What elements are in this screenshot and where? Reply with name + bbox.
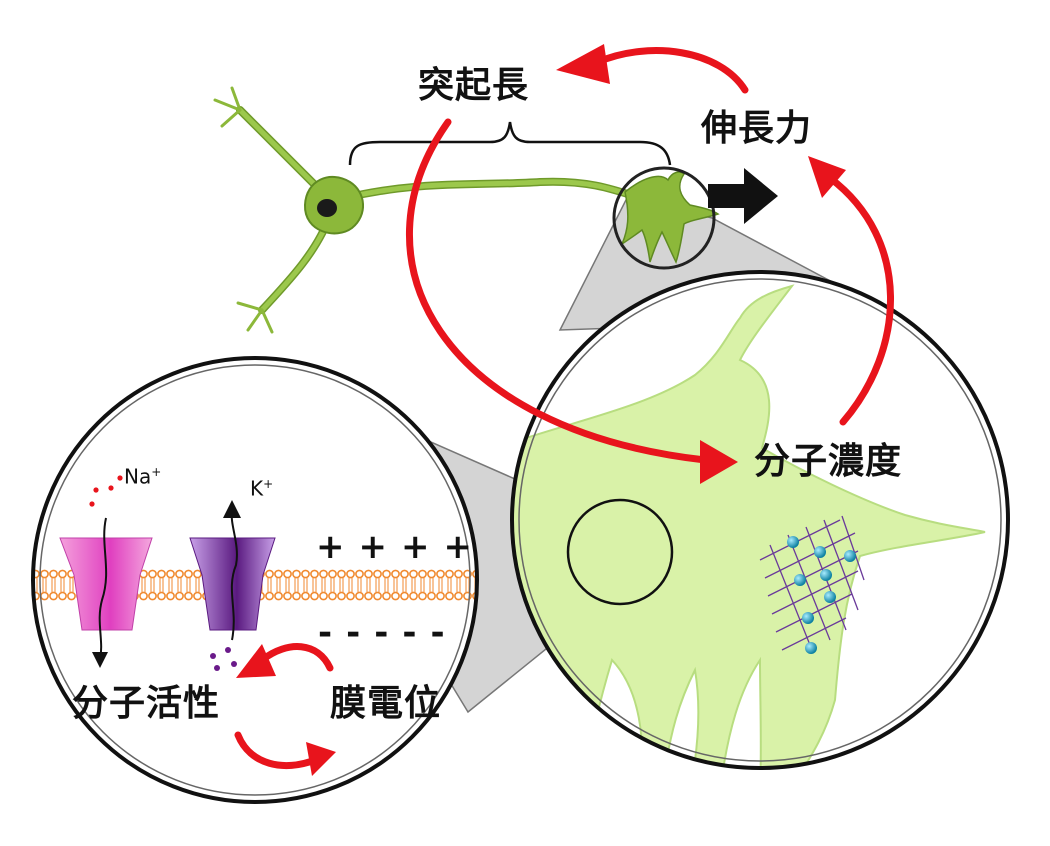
label-potassium-ion: K+ [250,476,274,501]
growth-cone-magnifier [612,166,716,270]
neuron-growth-cone [620,171,720,264]
sodium-ions [89,475,123,507]
zoom-source-circle [566,498,674,606]
neuron [213,86,720,334]
arrow-force-to-length [594,47,749,94]
feedback-arrowheads [236,44,846,776]
label-extension-force: 伸長力 [701,108,813,149]
neurite-length-brace [348,121,672,166]
growth-cone-zoom [510,270,1010,770]
na-channel [59,517,153,668]
molecule-beads [787,536,856,654]
feedback-loop-arrows [234,47,894,769]
k-channel [189,500,276,641]
growth-cone-shape [512,284,986,768]
potassium-ions [210,647,237,671]
label-molecular-concentration: 分子濃度 [754,441,903,482]
extension-direction-arrow [708,168,778,224]
arrow-activity-to-potential [234,731,319,769]
arrow-length-to-concentration [405,118,709,464]
label-neurite-length: 突起長 [418,65,530,106]
arrow-potential-to-activity [258,643,334,672]
label-molecular-activity: 分子活性 [72,683,221,724]
membrane-zoom [31,356,479,804]
membrane-negative-charges: ----- [318,613,459,653]
label-sodium-ion: Na+ [124,464,162,489]
label-membrane-potential: 膜電位 [330,683,442,724]
arrow-concentration-to-force [826,174,894,426]
membrane-positive-charges: ++++ [316,527,486,567]
neuron-nucleus [317,199,337,217]
